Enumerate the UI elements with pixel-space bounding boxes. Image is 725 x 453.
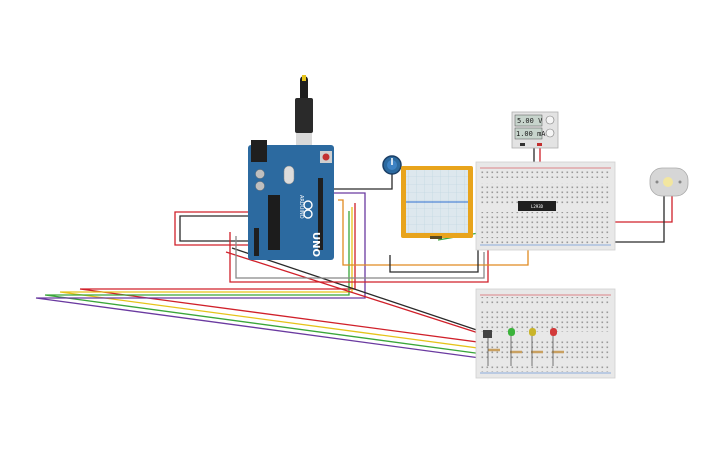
wire-purple-long[interactable] xyxy=(35,192,496,361)
current-knob[interactable] xyxy=(545,128,555,138)
power-supply[interactable]: 5.00 V 1.00 mA xyxy=(511,111,559,149)
led-yellow[interactable] xyxy=(529,328,536,336)
power-jack xyxy=(251,140,267,162)
arduino-brand-text: ARDUINO xyxy=(298,195,304,219)
motor-driver-ic xyxy=(518,201,556,211)
led-red[interactable] xyxy=(550,328,557,336)
wire-black-loop[interactable] xyxy=(179,215,250,242)
dc-motor[interactable] xyxy=(649,167,689,197)
arduino-logo-icon xyxy=(303,200,313,219)
led-legs xyxy=(487,336,554,366)
current-display xyxy=(514,127,543,140)
usb-cable xyxy=(300,80,308,100)
resistors xyxy=(488,348,564,354)
digital-header xyxy=(318,178,323,250)
usb-plug xyxy=(295,98,313,133)
arduino-uno[interactable]: UNO ARDUINO xyxy=(248,75,334,260)
current-readout: 1.00 mA xyxy=(516,130,546,138)
breadboard-top[interactable]: L293D xyxy=(475,161,616,251)
breadboard-bottom[interactable] xyxy=(475,288,616,379)
potentiometer[interactable] xyxy=(382,155,402,175)
ic-label: L293D xyxy=(531,204,544,209)
led-green[interactable] xyxy=(508,328,515,336)
wire-black-motor[interactable] xyxy=(610,196,665,243)
voltage-display xyxy=(514,114,543,127)
oscilloscope[interactable] xyxy=(401,166,473,239)
wire-red-loop[interactable] xyxy=(174,211,250,246)
wire-green-long[interactable] xyxy=(44,211,506,358)
wire-orange[interactable] xyxy=(338,199,529,266)
atmega-chip xyxy=(268,195,280,250)
voltage-knob[interactable] xyxy=(545,115,555,125)
voltage-readout: 5.00 V xyxy=(517,117,543,125)
pushbutton[interactable] xyxy=(483,330,492,338)
arduino-logo-text: UNO xyxy=(310,232,321,257)
power-header xyxy=(254,228,259,256)
wire-black-scope[interactable] xyxy=(334,170,393,190)
wire-black-scope2[interactable] xyxy=(389,250,479,273)
